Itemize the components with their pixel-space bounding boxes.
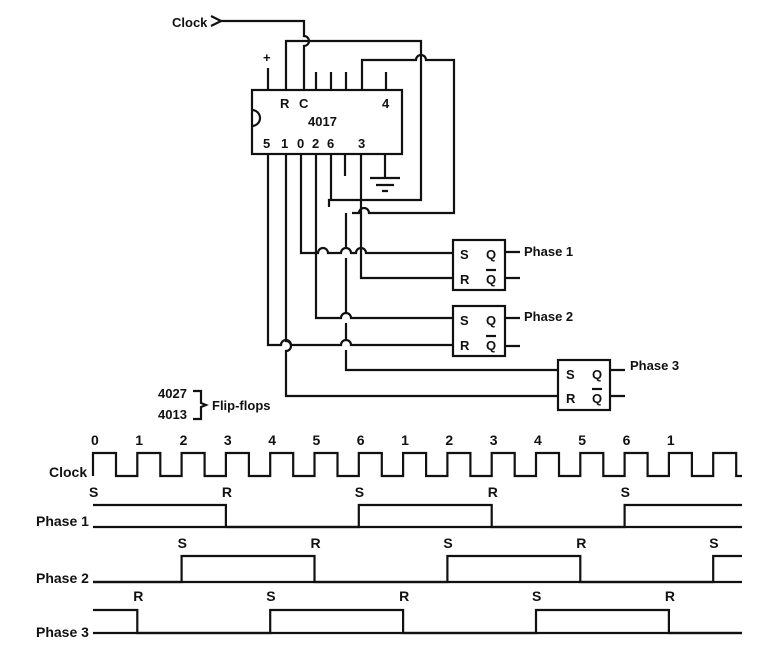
pin-2-label: 2 [312,136,319,151]
clock-input-label: Clock [172,15,208,30]
chip-notch [251,108,262,128]
clock-count-label: 1 [135,432,143,448]
ff1-r-label: R [460,272,470,287]
set-marker: S [266,588,275,604]
timing-diagram: Clock 0 1 2 3 4 5 6 1 2 3 4 5 6 1 Phase 1 Phase 2 Pha… [36,432,742,640]
pin-0-label: 0 [297,136,304,151]
pin-r-label: R [280,96,290,111]
reset-marker: R [133,588,143,604]
reset-marker: R [311,535,321,551]
ff3-s-label: S [566,367,575,382]
reset-marker: R [488,484,498,500]
pin-1-label: 1 [281,136,288,151]
phase2-row-label: Phase 2 [36,570,89,586]
pin3-to-ff1-reset [359,154,453,280]
clock-count-label: 5 [578,432,586,448]
pin5-to-ff2-reset [266,154,453,347]
set-marker: S [89,484,98,500]
pin0-to-ff1-set [299,154,453,255]
clock-count-label: 4 [534,432,542,448]
reset-marker: R [665,588,675,604]
phase3-row-label: Phase 3 [36,624,89,640]
part-4027-label: 4027 [158,386,187,401]
pin-6-label: 6 [327,136,334,151]
clock-count-label: 0 [91,432,99,448]
reset-marker: R [222,484,232,500]
clock-input-arrow-icon [210,15,224,27]
reset-marker: R [399,588,409,604]
set-marker: S [355,484,364,500]
reset-marker: R [576,535,586,551]
clock-count-label: 6 [623,432,631,448]
unused-top-pins [314,72,388,90]
set-marker: S [443,535,452,551]
ground-icon [370,154,400,193]
flip-flop-part-note: 4027 4013 Flip-flops [158,386,271,422]
ff3-qbar-label: Q [592,391,602,406]
phase-waveform [93,503,742,529]
clock-count-label: 3 [224,432,232,448]
part-4013-label: 4013 [158,407,187,422]
phase-waveform [93,554,742,584]
pin-3-label: 3 [358,136,365,151]
phase-waveform [93,608,742,635]
pin-4-label: 4 [382,96,390,111]
pin-5-label: 5 [263,136,270,151]
pin-c-label: C [299,96,309,111]
pin2-to-ff2-set [314,154,453,320]
ff1-q-label: Q [486,247,496,262]
ff1-s-label: S [460,247,469,262]
counter-4017-chip [250,88,404,156]
clock-count-label: 1 [667,432,675,448]
set-marker: S [621,484,630,500]
ff3-r-label: R [566,391,576,406]
clock-count-label: 4 [268,432,276,448]
set-marker: S [532,588,541,604]
ff3-q-label: Q [592,367,602,382]
phase1-output-label: Phase 1 [524,244,573,259]
ff2-r-label: R [460,338,470,353]
clock-count-label: 2 [445,432,453,448]
supply-label: + [263,50,271,65]
clock-count-label: 6 [357,432,365,448]
brace-icon [193,389,209,421]
flip-flop-2: S R Q Q Phase 2 [451,304,573,358]
ff2-s-label: S [460,313,469,328]
flip-flops-label: Flip-flops [212,398,271,413]
set-marker: S [709,535,718,551]
clock-count-labels: 0 1 2 3 4 5 6 1 2 3 4 5 6 1 [91,432,675,448]
flip-flop-1: S R Q Q Phase 1 [451,238,573,292]
phase2-output-label: Phase 2 [524,309,573,324]
clock-count-label: 3 [490,432,498,448]
reset-feedback-wire [284,39,423,207]
chip-part-number: 4017 [308,114,337,129]
phase3-output-label: Phase 3 [630,358,679,373]
clock-count-label: 1 [401,432,409,448]
clock-count-label: 2 [180,432,188,448]
set-marker: S [178,535,187,551]
flip-flop-3: S R Q Q Phase 3 [556,358,679,412]
schematic: Clock + R C 4 4017 5 1 0 2 6 3 [158,15,679,422]
ff2-qbar-label: Q [486,338,496,353]
clock-row-label: Clock [49,464,87,480]
clock-count-label: 5 [313,432,321,448]
ff2-q-label: Q [486,313,496,328]
pin4-to-ff3-set [344,213,558,372]
phase1-row-label: Phase 1 [36,513,89,529]
clock-waveform [91,451,742,478]
ff1-qbar-label: Q [486,272,496,287]
phase-waveforms: S R S R S S R S R S R S R S R [89,484,742,635]
